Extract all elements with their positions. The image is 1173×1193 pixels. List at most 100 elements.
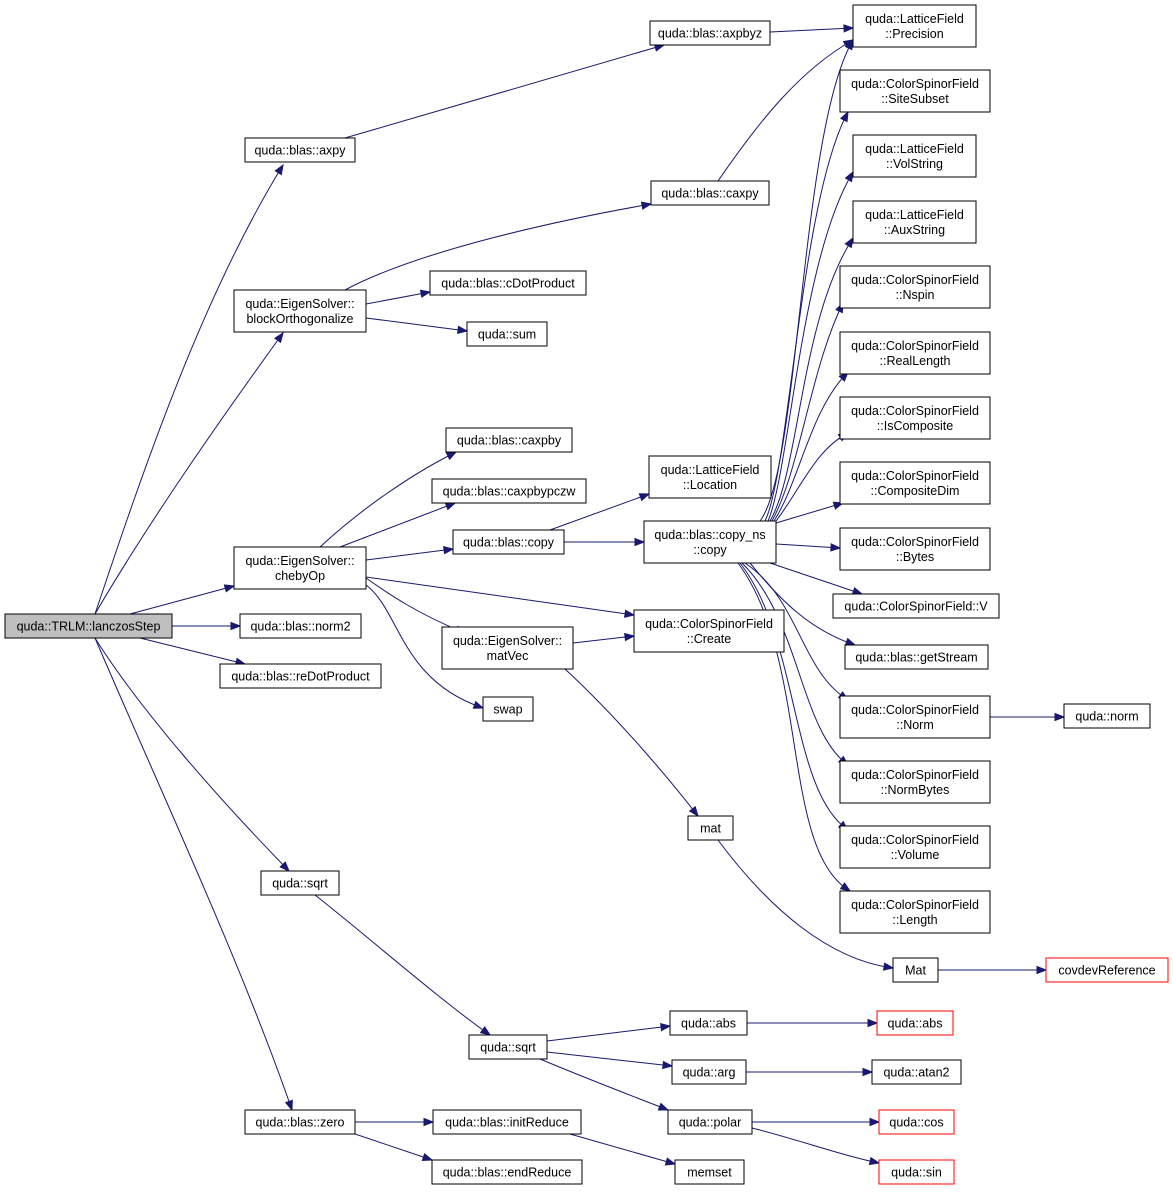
arrowhead [472, 700, 485, 709]
node-length[interactable]: quda::ColorSpinorField::Length [839, 890, 991, 934]
node-label: quda::blas::endReduce [443, 1166, 572, 1180]
node-lanczos[interactable]: quda::TRLM::lanczosStep [4, 613, 173, 639]
node-box [671, 1059, 747, 1085]
node-auxString[interactable]: quda::LatticeField::AuxString [852, 200, 977, 244]
node-volString[interactable]: quda::LatticeField::VolString [852, 134, 977, 178]
arrowhead [844, 236, 854, 249]
node-nspin[interactable]: quda::ColorSpinorField::Nspin [839, 265, 991, 309]
node-label: ::Length [892, 913, 937, 927]
node-label: quda::blas::caxpbypczw [443, 485, 577, 499]
node-label: quda::ColorSpinorField [851, 833, 979, 847]
arrowhead [444, 502, 457, 511]
node-initReduce[interactable]: quda::blas::initReduce [432, 1109, 582, 1135]
node-Mat[interactable]: Mat [892, 957, 939, 983]
node-polar[interactable]: quda::polar [667, 1109, 753, 1135]
node-location[interactable]: quda::LatticeField::Location [648, 455, 772, 499]
node-norm2[interactable]: quda::blas::norm2 [239, 613, 362, 639]
node-label: quda::blas::zero [256, 1116, 345, 1130]
node-box [892, 957, 939, 983]
node-caxpbypczw[interactable]: quda::blas::caxpbypczw [431, 478, 587, 504]
node-covdev[interactable]: covdevReference [1045, 957, 1169, 983]
node-sqrt2[interactable]: quda::sqrt [468, 1034, 548, 1060]
node-axpy[interactable]: quda::blas::axpy [244, 137, 356, 163]
call-edge [339, 502, 456, 548]
node-volume[interactable]: quda::ColorSpinorField::Volume [839, 825, 991, 869]
node-bytes[interactable]: quda::ColorSpinorField::Bytes [839, 527, 991, 571]
arrowhead [274, 163, 284, 176]
node-normBytes[interactable]: quda::ColorSpinorField::NormBytes [839, 760, 991, 804]
node-getStream[interactable]: quda::blas::getStream [844, 644, 989, 670]
node-csfV[interactable]: quda::ColorSpinorField::V [832, 593, 1000, 619]
arrowhead [279, 861, 290, 872]
node-cDotProduct[interactable]: quda::blas::cDotProduct [429, 270, 587, 296]
node-memset[interactable]: memset [674, 1159, 745, 1185]
node-matVec[interactable]: quda::EigenSolver::matVec [441, 626, 574, 670]
node-label: quda::ColorSpinorField [851, 77, 979, 91]
arrowhead [284, 1099, 293, 1112]
node-cos[interactable]: quda::cos [878, 1109, 955, 1135]
node-precision[interactable]: quda::LatticeField::Precision [852, 4, 977, 48]
node-box [482, 696, 534, 722]
node-csfNorm[interactable]: quda::ColorSpinorField::Norm [839, 695, 991, 739]
node-box [468, 1034, 548, 1060]
node-mat[interactable]: mat [687, 815, 734, 841]
call-edge [775, 432, 849, 522]
node-box [244, 1109, 356, 1135]
node-atan2[interactable]: quda::atan2 [871, 1059, 962, 1085]
node-swap[interactable]: swap [482, 696, 534, 722]
node-sum[interactable]: quda::sum [466, 321, 548, 347]
node-box [650, 180, 770, 206]
node-label: quda::LatticeField [865, 142, 964, 156]
node-chebyOp[interactable]: quda::EigenSolver::chebyOp [233, 546, 367, 590]
node-box [839, 695, 991, 739]
node-caxpby[interactable]: quda::blas::caxpby [445, 427, 573, 453]
node-arg[interactable]: quda::arg [671, 1059, 747, 1085]
node-label: quda::ColorSpinorField [851, 898, 979, 912]
call-edge [314, 894, 491, 1036]
node-compositeDim[interactable]: quda::ColorSpinorField::CompositeDim [839, 461, 991, 505]
node-label: quda::norm [1075, 710, 1138, 724]
node-label: quda::ColorSpinorField [851, 469, 979, 483]
node-box [633, 609, 785, 653]
arrowhead [851, 586, 864, 595]
node-isComposite[interactable]: quda::ColorSpinorField::IsComposite [839, 396, 991, 440]
call-edge [94, 637, 293, 1111]
node-abs1[interactable]: quda::abs [669, 1010, 748, 1036]
node-label: ::Nspin [896, 288, 935, 302]
node-label: quda::EigenSolver:: [245, 554, 354, 568]
arrowhead [844, 170, 854, 183]
node-label: quda::ColorSpinorField [851, 404, 979, 418]
node-blockOrtho[interactable]: quda::EigenSolver::blockOrthogonalize [233, 289, 367, 333]
node-copyNs[interactable]: quda::blas::copy_ns::copy [643, 520, 777, 564]
node-box [643, 520, 777, 564]
node-abs2[interactable]: quda::abs [876, 1010, 954, 1036]
call-edge [564, 668, 699, 817]
call-edge [546, 1051, 673, 1067]
node-box [852, 200, 977, 244]
node-reDot[interactable]: quda::blas::reDotProduct [219, 663, 382, 689]
node-caxpy[interactable]: quda::blas::caxpy [650, 180, 770, 206]
node-box [244, 137, 356, 163]
call-edge [365, 548, 454, 561]
node-label: ::AuxString [884, 223, 945, 237]
node-sqrt1[interactable]: quda::sqrt [260, 870, 340, 896]
node-box [452, 529, 565, 555]
arrowhead [624, 609, 636, 618]
node-copy[interactable]: quda::blas::copy [452, 529, 565, 555]
node-label: quda::LatticeField [865, 208, 964, 222]
node-label: quda::blas::norm2 [250, 620, 350, 634]
node-create[interactable]: quda::ColorSpinorField::Create [633, 609, 785, 653]
node-endReduce[interactable]: quda::blas::endReduce [431, 1159, 583, 1185]
node-label: quda::blas::caxpby [457, 434, 562, 448]
node-box [1063, 703, 1151, 729]
node-zero[interactable]: quda::blas::zero [244, 1109, 356, 1135]
node-sin[interactable]: quda::sin [878, 1159, 955, 1185]
node-box [260, 870, 340, 896]
node-qudaNorm[interactable]: quda::norm [1063, 703, 1151, 729]
arrowhead [868, 1156, 881, 1166]
node-realLength[interactable]: quda::ColorSpinorField::RealLength [839, 331, 991, 375]
node-siteSubset[interactable]: quda::ColorSpinorField::SiteSubset [839, 69, 991, 113]
arrowhead [660, 1022, 672, 1032]
node-axpbyz[interactable]: quda::blas::axpbyz [649, 20, 771, 46]
call-edge [569, 1133, 676, 1165]
